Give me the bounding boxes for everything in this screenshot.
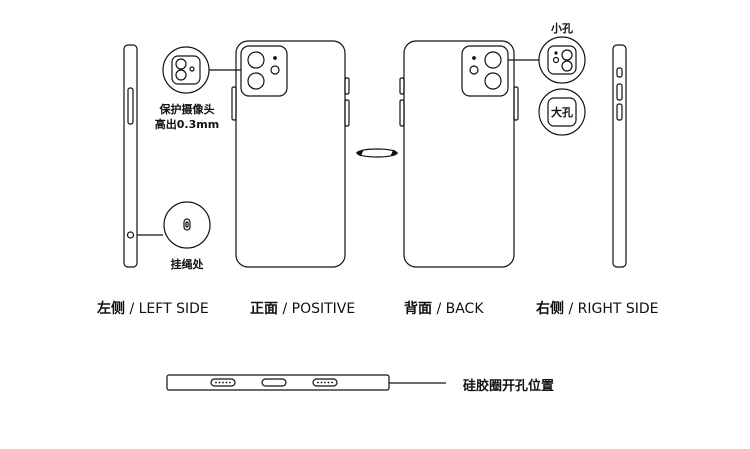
small-hole-zoom-circle	[538, 36, 586, 84]
left-side-label: 左侧 / LEFT SIDE	[97, 301, 209, 317]
back-lens-2	[484, 72, 502, 90]
back-label: 背面 / BACK	[404, 301, 484, 317]
front-left-button	[231, 86, 237, 121]
lanyard-zoom-hole	[183, 218, 191, 231]
front-flash	[273, 56, 277, 60]
front-lens-3	[270, 65, 280, 75]
front-label: 正面 / POSITIVE	[250, 301, 356, 317]
back-flash	[472, 56, 476, 60]
left-lanyard-hole	[126, 231, 135, 239]
right-volume-down	[616, 103, 623, 121]
big-hole-zoom-module	[547, 97, 577, 127]
speaker-dots	[215, 381, 333, 384]
back-body	[403, 40, 515, 268]
lanyard-note: 挂绳处	[170, 258, 204, 271]
front-body	[235, 40, 346, 268]
small-hole-note: 小孔	[551, 22, 573, 35]
camera-zoom-flash	[189, 66, 195, 72]
big-hole-zoom	[538, 88, 586, 136]
back-lens-3	[469, 65, 479, 75]
right-side-label: 右侧 / RIGHT SIDE	[536, 301, 659, 317]
back-view	[399, 40, 539, 268]
front-lens-2	[247, 72, 265, 90]
right-volume-up	[616, 83, 623, 101]
back-left-button-1	[399, 77, 405, 95]
camera-protect-note: 保护摄像头 高出0.3mm	[151, 102, 223, 132]
small-hole-zoom-flash	[554, 51, 558, 55]
charging-port	[261, 378, 287, 387]
camera-zoom	[162, 46, 241, 94]
silicone-ring-label: 硅胶圈开孔位置	[463, 379, 555, 394]
right-side-view	[612, 44, 627, 268]
small-hole-zoom-module	[547, 45, 577, 75]
small-hole-zoom-lens-1	[561, 49, 573, 61]
lanyard-zoom-circle	[163, 201, 211, 249]
left-volume-button	[127, 87, 134, 125]
front-camera-module	[240, 45, 288, 97]
speaker-grille-right	[312, 378, 338, 387]
small-hole-zoom-lens-3	[552, 56, 560, 64]
big-hole-label: 大孔	[551, 105, 573, 119]
camera-zoom-lens-2	[175, 69, 187, 81]
small-hole-zoom-lens-2	[561, 60, 573, 72]
left-side-view	[123, 44, 211, 268]
big-hole-zoom-circle	[538, 88, 586, 136]
front-lens-1	[247, 51, 265, 69]
back-lens-1	[484, 51, 502, 69]
lanyard-zoom-hole-inner	[185, 221, 189, 228]
front-view	[231, 40, 350, 268]
camera-protect-line1: 保护摄像头	[159, 103, 215, 116]
camera-zoom-module	[171, 55, 201, 85]
front-right-button-1	[344, 77, 350, 95]
speaker-grille-left	[210, 378, 236, 387]
left-side-body	[123, 44, 138, 268]
back-left-button-2	[399, 99, 405, 127]
right-side-body	[612, 44, 627, 268]
right-switch	[616, 67, 623, 78]
small-hole-zoom	[538, 36, 586, 84]
camera-protect-line2: 高出0.3mm	[154, 118, 220, 131]
rotation-arrow-icon	[355, 148, 399, 158]
silicone-ring-body	[166, 374, 390, 391]
camera-zoom-circle	[162, 46, 210, 94]
front-right-button-2	[344, 99, 350, 127]
silicone-ring-view	[166, 374, 446, 391]
back-right-button	[513, 86, 519, 121]
camera-zoom-lens-1	[175, 58, 187, 70]
back-camera-module	[461, 45, 509, 97]
